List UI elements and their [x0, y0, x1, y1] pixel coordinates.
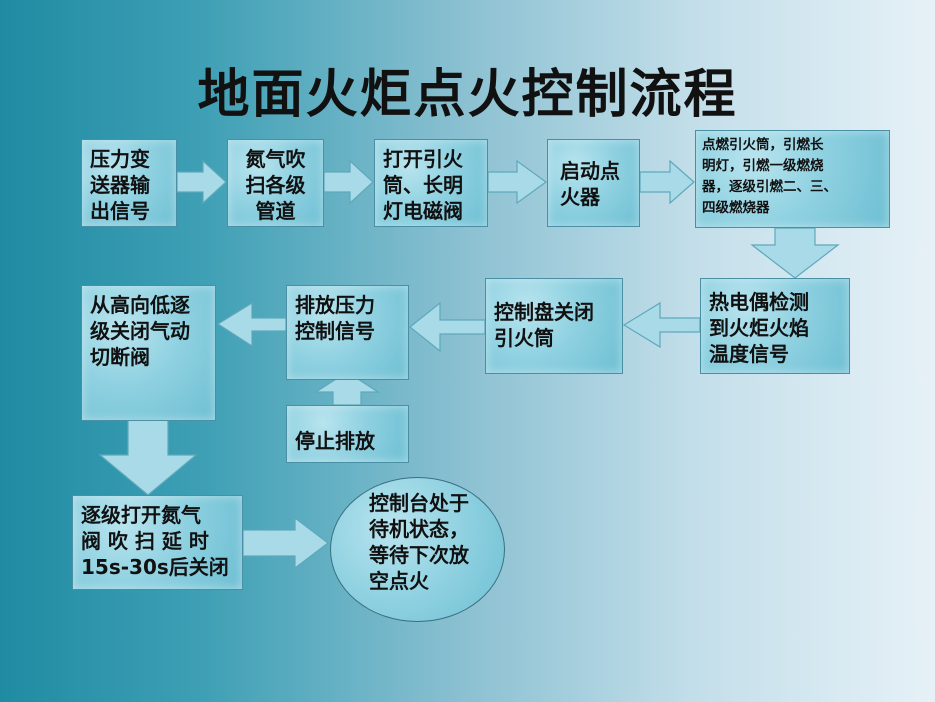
arrow-up-1 — [313, 371, 381, 406]
arrow-right-3 — [487, 159, 548, 205]
step-standby-oval: 控制台处于 待机状态， 等待下次放 空点火 — [330, 477, 505, 622]
step-nitrogen-purge: 氮气吹 扫各级 管道 — [227, 139, 324, 227]
arrow-right-4 — [639, 159, 695, 205]
step-ignite-burners: 点燃引火筒，引燃长 明灯，引燃一级燃烧 器，逐级引燃二、三、 四级燃烧器 — [695, 130, 890, 228]
arrow-down-1 — [750, 227, 840, 279]
step-thermocouple-detect: 热电偶检测 到火炬火焰 温度信号 — [700, 278, 850, 374]
arrow-left-2 — [409, 301, 486, 353]
arrow-left-3 — [216, 301, 287, 348]
step-open-solenoid-valve: 打开引火 筒、长明 灯电磁阀 — [374, 139, 488, 227]
step-close-ignition-tube: 控制盘关闭 引火筒 — [485, 278, 623, 374]
step-discharge-pressure-signal: 排放压力 控制信号 — [286, 285, 409, 380]
step-start-igniter: 启动点 火器 — [547, 139, 640, 227]
arrow-right-5 — [242, 516, 329, 570]
arrow-left-1 — [622, 301, 701, 349]
page-title: 地面火炬点火控制流程 — [197, 64, 738, 125]
step-close-shutoff-valves: 从高向低逐 级关闭气动 切断阀 — [81, 285, 216, 421]
arrow-right-2 — [323, 159, 374, 205]
arrow-right-1 — [176, 159, 227, 205]
step-stop-discharge: 停止排放 — [286, 405, 409, 463]
arrow-down-2 — [98, 419, 198, 496]
step-pressure-transmitter: 压力变 送器输 出信号 — [81, 139, 177, 227]
step-open-nitrogen-valves: 逐级打开氮气 阀 吹 扫 延 时 15s-30s后关闭 — [72, 495, 243, 590]
